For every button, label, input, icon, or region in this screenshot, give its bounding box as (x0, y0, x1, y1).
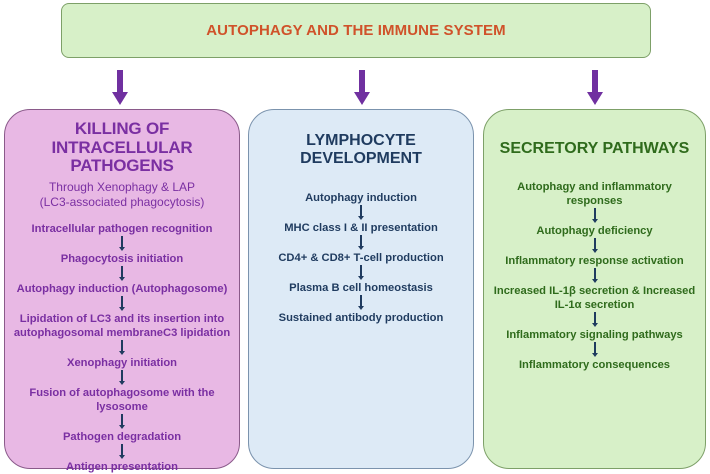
connector-arrow-icon (484, 267, 705, 284)
connector-arrow-icon (5, 414, 239, 430)
pathogen-killing-panel: KILLING OF INTRACELLULAR PATHOGENS Throu… (4, 109, 240, 473)
connector-arrow-icon (5, 266, 239, 282)
panel-subtitle: Through Xenophagy & LAP (LC3-associated … (5, 180, 239, 210)
step-item: Inflammatory consequences (518, 358, 671, 371)
step-item: Autophagy deficiency (536, 224, 653, 237)
connector-arrow-icon (249, 205, 473, 221)
step-item: Lipidation of LC3 and its insertion into… (13, 313, 231, 340)
step-item: Fusion of autophagosome with the lysosom… (29, 387, 215, 414)
connector-arrow-icon (484, 341, 705, 358)
panel-heading: SECRETORY PATHWAYS (499, 140, 690, 157)
lymphocyte-development-panel: LYMPHOCYTE DEVELOPMENT Autophagy inducti… (248, 109, 474, 469)
connector-arrow-icon (249, 235, 473, 251)
heading-line: LYMPHOCYTE (306, 132, 416, 149)
panel-heading: KILLING OF INTRACELLULAR PATHOGENS (51, 119, 193, 176)
step-item: Increased IL-1β secretion & Increased IL… (493, 284, 696, 311)
step-item: Sustained antibody production (278, 312, 444, 325)
connector-arrow-icon (5, 444, 239, 460)
step-item: Antigen presentation (66, 461, 178, 474)
connector-arrow-icon (5, 236, 239, 252)
diagram-title: AUTOPHAGY AND THE IMMUNE SYSTEM (206, 22, 506, 39)
down-arrow-icon (587, 70, 603, 105)
step-item: Inflammatory response activation (505, 254, 684, 267)
step-item: CD4+ & CD8+ T-cell production (278, 252, 444, 265)
connector-arrow-icon (5, 296, 239, 312)
step-item: Autophagy induction (305, 192, 417, 205)
heading-line: DEVELOPMENT (300, 149, 422, 167)
step-item: Xenophagy initiation (66, 357, 177, 370)
connector-arrow-icon (484, 311, 705, 328)
connector-arrow-icon (5, 340, 239, 356)
panel-heading: LYMPHOCYTE DEVELOPMENT (249, 132, 473, 167)
step-item: MHC class I & II presentation (284, 222, 438, 235)
secretory-pathways-panel: SECRETORY PATHWAYS Autophagy and inflamm… (483, 109, 706, 469)
title-box: AUTOPHAGY AND THE IMMUNE SYSTEM (61, 3, 651, 58)
step-item: Autophagy induction (Autophagosome) (16, 283, 228, 296)
step-item: Autophagy and inflammatory responses (517, 180, 672, 207)
subtitle-line: Through Xenophagy & LAP (48, 180, 196, 195)
step-item: Intracellular pathogen recognition (31, 223, 213, 236)
step-item: Plasma B cell homeostasis (289, 282, 433, 295)
connector-arrow-icon (484, 207, 705, 224)
connector-arrow-icon (5, 370, 239, 386)
connector-arrow-icon (249, 265, 473, 281)
down-arrow-icon (112, 70, 128, 105)
down-arrow-icon (354, 70, 370, 105)
step-item: Inflammatory signaling pathways (506, 328, 683, 341)
step-item: Phagocytosis initiation (60, 253, 184, 266)
connector-arrow-icon (249, 295, 473, 311)
step-item: Pathogen degradation (62, 431, 182, 444)
connector-arrow-icon (484, 237, 705, 254)
subtitle-line: (LC3-associated phagocytosis) (39, 195, 205, 210)
